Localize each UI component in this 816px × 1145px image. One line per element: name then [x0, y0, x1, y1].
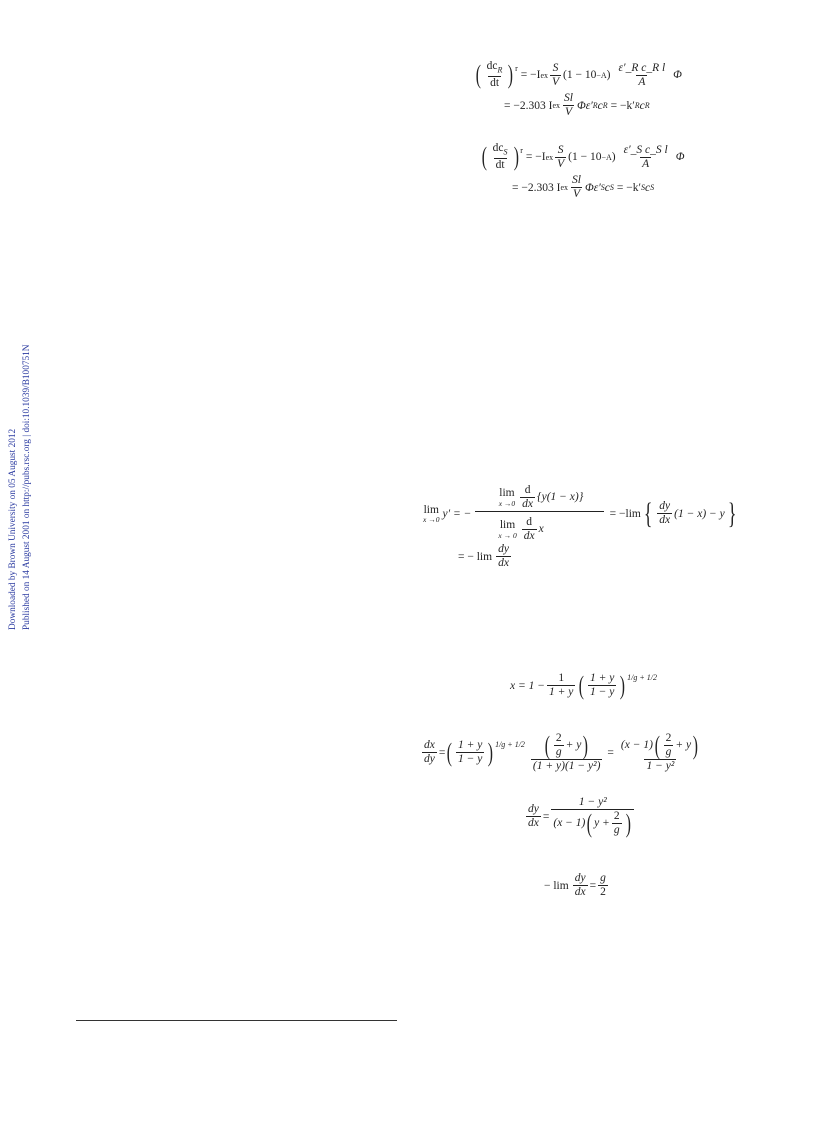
publication-note: Published on 14 August 2001 on http://pu… [22, 344, 32, 630]
download-note: Downloaded by Brown University on 05 Aug… [8, 428, 18, 630]
footnote-divider [76, 1020, 397, 1021]
download-sidebar: Downloaded by Brown University on 05 Aug… [6, 330, 34, 630]
